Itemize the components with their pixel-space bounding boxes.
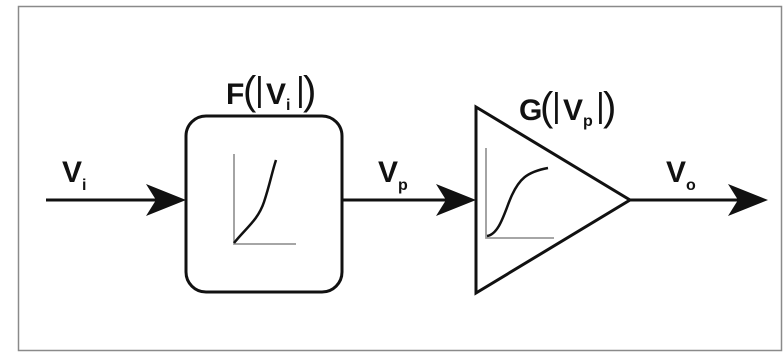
amplifier-block-g: [474, 104, 633, 296]
svg-text:(: (: [540, 85, 554, 129]
svg-text:|: |: [596, 87, 605, 125]
g-plot-axes: [485, 148, 554, 239]
middle-arrowhead: [436, 184, 476, 216]
input-label: Vi: [62, 156, 86, 194]
f-transfer-curve-plot: [233, 154, 296, 245]
f-transfer-curve: [233, 159, 278, 244]
svg-text:(: (: [243, 69, 257, 113]
input-arrowhead: [146, 184, 186, 216]
svg-text:): ): [303, 69, 316, 113]
svg-text:|: |: [255, 71, 264, 109]
middle-label: Vp: [378, 156, 408, 194]
svg-text:Vi: Vi: [266, 78, 290, 114]
g-transfer-curve-plot: [485, 148, 554, 239]
svg-text:|: |: [552, 87, 561, 125]
svg-text:|: |: [296, 71, 305, 109]
g-transfer-curve: [486, 166, 549, 238]
diagram-frame: [17, 5, 783, 352]
block-g-label: G ( | Vp | ): [519, 85, 616, 130]
output-label: Vo: [666, 156, 696, 194]
block-f-label: F ( | Vi | ): [226, 69, 316, 114]
f-plot-axes: [233, 154, 296, 245]
svg-text:): ): [603, 85, 616, 129]
output-arrowhead: [728, 184, 768, 216]
svg-text:Vp: Vp: [563, 94, 593, 130]
svg-text:F: F: [226, 78, 244, 111]
svg-text:G: G: [519, 94, 542, 127]
